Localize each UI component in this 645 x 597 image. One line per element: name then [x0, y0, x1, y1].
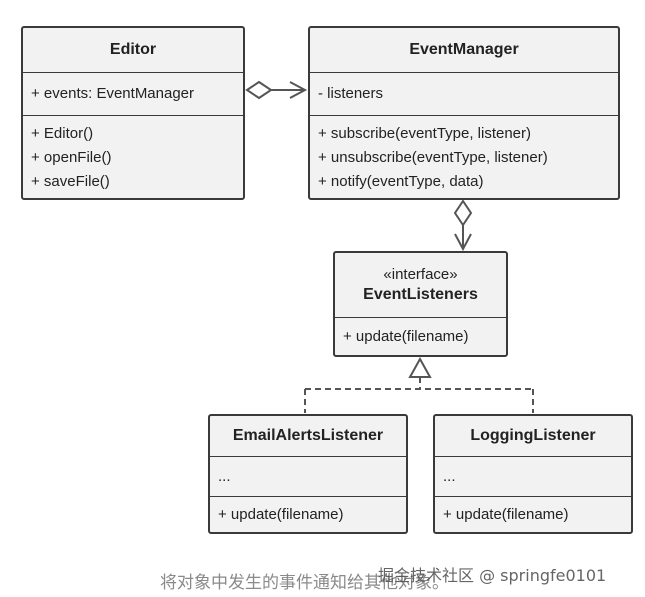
- class-name: EventManager: [409, 41, 519, 58]
- realization-lines: [304, 356, 534, 413]
- watermark: 掘金技术社区 @ springfe0101: [378, 566, 607, 585]
- eventmanager-listeners-aggregation: [453, 199, 473, 252]
- methods-section: + update(filename): [435, 496, 631, 532]
- open-arrowhead: [289, 81, 308, 99]
- class-logging-listener: LoggingListener ... + update(filename): [433, 414, 633, 534]
- method: + update(filename): [343, 327, 469, 345]
- class-name: EventListeners: [363, 286, 478, 303]
- attribute: + events: EventManager: [31, 85, 195, 102]
- class-event-manager: EventManager - listeners + subscribe(eve…: [308, 26, 620, 200]
- class-name: EmailAlertsListener: [232, 427, 384, 444]
- method: + openFile(): [31, 149, 112, 166]
- methods-section: + subscribe(eventType, listener) + unsub…: [310, 115, 618, 198]
- method: + subscribe(eventType, listener): [318, 125, 532, 142]
- methods-section: + update(filename): [335, 317, 506, 355]
- editor-eventmanager-aggregation: [245, 80, 308, 100]
- attribute: ...: [218, 467, 231, 485]
- caption-area: 将对象中发生的事件通知给其他对象。 掘金技术社区 @ springfe0101: [160, 562, 645, 593]
- class-name: Editor: [109, 41, 157, 58]
- class-editor: Editor + events: EventManager + Editor()…: [21, 26, 245, 200]
- method: + update(filename): [443, 505, 569, 523]
- method: + update(filename): [218, 505, 344, 523]
- open-arrowhead: [454, 233, 472, 252]
- attributes-section: ...: [210, 456, 406, 496]
- method: + unsubscribe(eventType, listener): [318, 149, 548, 166]
- attribute: - listeners: [318, 85, 384, 102]
- attributes-section: ...: [435, 456, 631, 496]
- class-name: LoggingListener: [470, 427, 596, 444]
- attribute: ...: [443, 467, 456, 485]
- stereotype-label: «interface»: [383, 266, 458, 283]
- realization-triangle: [408, 356, 432, 378]
- attributes-section: - listeners: [310, 72, 618, 115]
- method: + Editor(): [31, 125, 94, 142]
- interface-header: «interface» EventListeners: [335, 253, 506, 317]
- interface-event-listeners: «interface» EventListeners + update(file…: [333, 251, 508, 357]
- method: + notify(eventType, data): [318, 173, 484, 190]
- method: + saveFile(): [31, 173, 110, 190]
- aggregation-diamond: [453, 199, 473, 227]
- class-email-alerts-listener: EmailAlertsListener ... + update(filenam…: [208, 414, 408, 534]
- methods-section: + update(filename): [210, 496, 406, 532]
- figure-caption: 将对象中发生的事件通知给其他对象。: [160, 573, 449, 593]
- attributes-section: + events: EventManager: [23, 72, 243, 115]
- methods-section: + Editor() + openFile() + saveFile(): [23, 115, 243, 198]
- aggregation-diamond: [245, 80, 273, 100]
